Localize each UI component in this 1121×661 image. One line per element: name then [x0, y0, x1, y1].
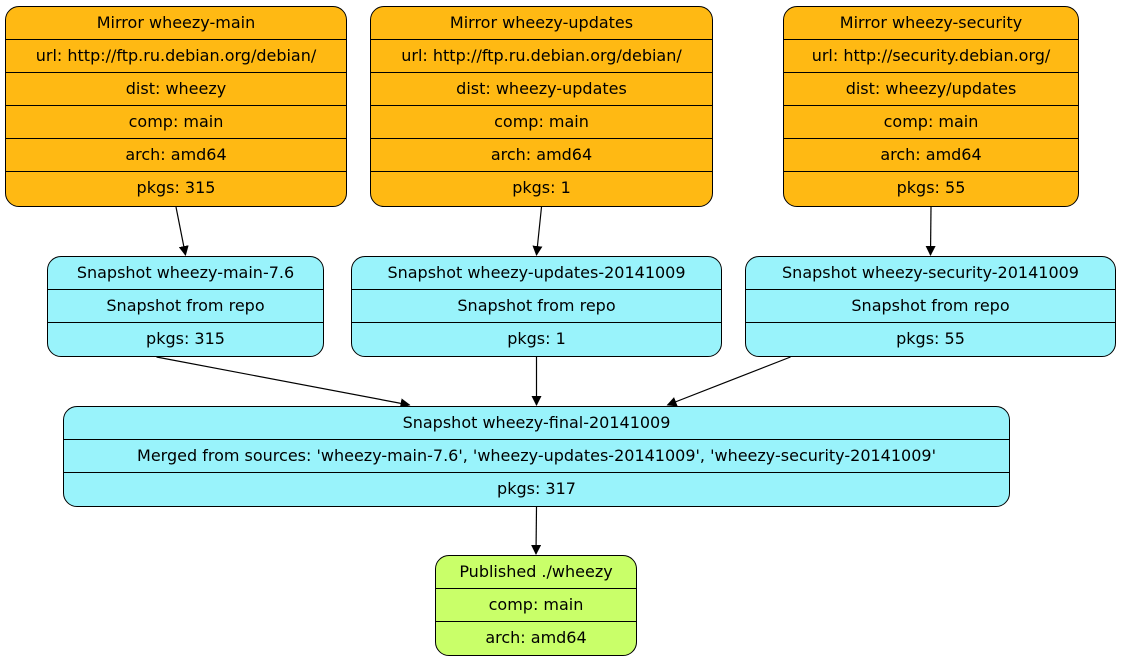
node-field: comp: main [436, 588, 636, 621]
node-field: pkgs: 55 [746, 322, 1115, 355]
mirror-node-wheezy-updates: Mirror wheezy-updates url: http://ftp.ru… [370, 6, 713, 207]
node-field: pkgs: 55 [784, 171, 1078, 204]
node-title: Snapshot wheezy-updates-20141009 [387, 263, 686, 282]
node-field: pkgs: 315 [48, 322, 323, 355]
node-title: Mirror wheezy-security [839, 13, 1023, 32]
node-title: Mirror wheezy-updates [449, 13, 634, 32]
node-field: dist: wheezy [6, 72, 346, 105]
node-field: dist: wheezy/updates [784, 72, 1078, 105]
mirror-node-wheezy-security: Mirror wheezy-security url: http://secur… [783, 6, 1079, 207]
edge-m3-to-s3 [925, 206, 936, 256]
node-title: Snapshot wheezy-main-7.6 [76, 263, 295, 282]
merged-snapshot-node: Snapshot wheezy-final-20141009 Merged fr… [63, 406, 1010, 507]
published-node: Published ./wheezy comp: main arch: amd6… [435, 555, 637, 656]
node-field: url: http://security.debian.org/ [784, 39, 1078, 72]
node-field: pkgs: 1 [371, 171, 712, 204]
node-field: Merged from sources: 'wheezy-main-7.6', … [64, 439, 1009, 472]
edge-s3-to-merge [666, 356, 791, 407]
node-field: arch: amd64 [6, 138, 346, 171]
edge-merge-to-pub [531, 506, 542, 555]
node-field: dist: wheezy-updates [371, 72, 712, 105]
node-field: url: http://ftp.ru.debian.org/debian/ [6, 39, 346, 72]
snapshot-node-wheezy-main: Snapshot wheezy-main-7.6 Snapshot from r… [47, 256, 324, 357]
node-field: pkgs: 1 [352, 322, 721, 355]
node-field: url: http://ftp.ru.debian.org/debian/ [371, 39, 712, 72]
node-field: comp: main [6, 105, 346, 138]
node-field: comp: main [784, 105, 1078, 138]
edge-m1-to-s1 [175, 206, 189, 256]
node-field: Snapshot from repo [352, 289, 721, 322]
node-field: Snapshot from repo [746, 289, 1115, 322]
node-title: Mirror wheezy-main [96, 13, 256, 32]
node-field: pkgs: 315 [6, 171, 346, 204]
snapshot-node-wheezy-updates: Snapshot wheezy-updates-20141009 Snapsho… [351, 256, 722, 357]
node-field: arch: amd64 [371, 138, 712, 171]
edge-s1-to-merge [156, 356, 411, 409]
node-title: Snapshot wheezy-final-20141009 [402, 413, 671, 432]
node-field: comp: main [371, 105, 712, 138]
edge-m2-to-s2 [532, 206, 543, 256]
node-title: Published ./wheezy [459, 562, 613, 581]
node-field: Snapshot from repo [48, 289, 323, 322]
mirror-node-wheezy-main: Mirror wheezy-main url: http://ftp.ru.de… [5, 6, 347, 207]
node-field: arch: amd64 [436, 621, 636, 654]
node-title: Snapshot wheezy-security-20141009 [782, 263, 1079, 282]
snapshot-node-wheezy-security: Snapshot wheezy-security-20141009 Snapsh… [745, 256, 1116, 357]
node-field: arch: amd64 [784, 138, 1078, 171]
node-field: pkgs: 317 [64, 472, 1009, 505]
